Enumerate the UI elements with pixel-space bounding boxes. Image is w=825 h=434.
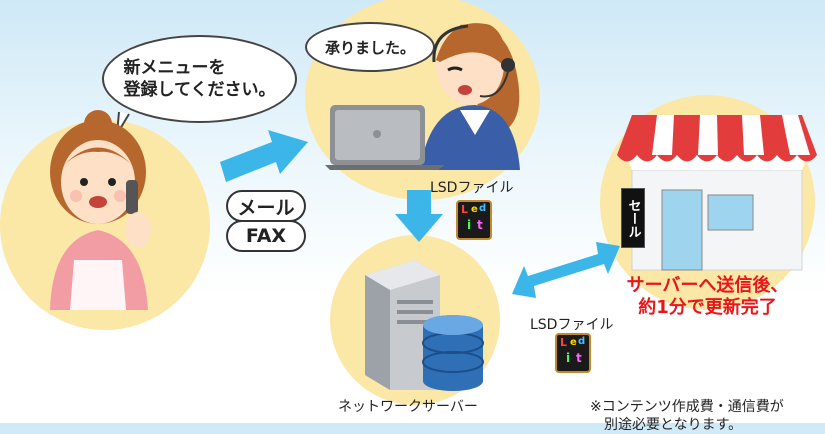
footnote: ※コンテンツ作成費・通信費が 別途必要となります。 xyxy=(590,398,822,434)
ledit-file-icon: L e d i t xyxy=(456,200,492,240)
operator-speech-bubble: 承りました。 xyxy=(305,22,435,72)
ledit-file-icon: L e d i t xyxy=(555,333,591,373)
customer-speech-line-2: 登録してください。 xyxy=(123,80,276,100)
server-illustration xyxy=(365,260,484,391)
lsd-file-label-top: LSDファイル xyxy=(430,180,514,196)
lsd-file-label-bottom: LSDファイル xyxy=(530,317,614,333)
ledit-letter-t: t xyxy=(576,351,582,365)
operator-speech-text: 承りました。 xyxy=(324,38,415,57)
arrow-customer-to-operator xyxy=(220,130,308,182)
channel-fax: FAX xyxy=(226,220,306,252)
update-complete-line-2: 約1分で更新完了 xyxy=(638,297,777,318)
sale-sign-text: セール xyxy=(625,198,641,238)
ledit-letter-d: d xyxy=(479,203,487,214)
ledit-letter-d: d xyxy=(578,336,586,347)
ledit-letter-e: e xyxy=(570,337,577,348)
update-complete-message: サーバーへ送信後、 約1分で更新完了 xyxy=(610,275,805,319)
footnote-line-1: ※コンテンツ作成費・通信費が xyxy=(590,399,784,415)
arrow-operator-to-server xyxy=(395,190,443,242)
ledit-letter-i: i xyxy=(566,351,571,365)
customer-illustration xyxy=(50,110,151,310)
footnote-line-2: 別途必要となります。 xyxy=(604,417,743,433)
ledit-letter-l: L xyxy=(461,203,469,216)
customer-speech-line-1: 新メニューを xyxy=(123,58,226,78)
ledit-letter-t: t xyxy=(477,218,483,232)
arrow-server-store-bidirectional xyxy=(512,242,620,298)
ledit-letter-e: e xyxy=(471,204,478,215)
channel-mail: メール xyxy=(226,190,306,222)
server-caption: ネットワークサーバー xyxy=(338,399,478,415)
store-illustration xyxy=(617,115,817,271)
update-complete-line-1: サーバーへ送信後、 xyxy=(626,275,789,296)
customer-speech-bubble: 新メニューを 登録してください。 xyxy=(102,35,297,123)
ledit-letter-l: L xyxy=(560,336,568,349)
sale-sign: セール xyxy=(621,188,645,248)
operator-illustration xyxy=(325,23,520,170)
ledit-letter-i: i xyxy=(467,218,472,232)
